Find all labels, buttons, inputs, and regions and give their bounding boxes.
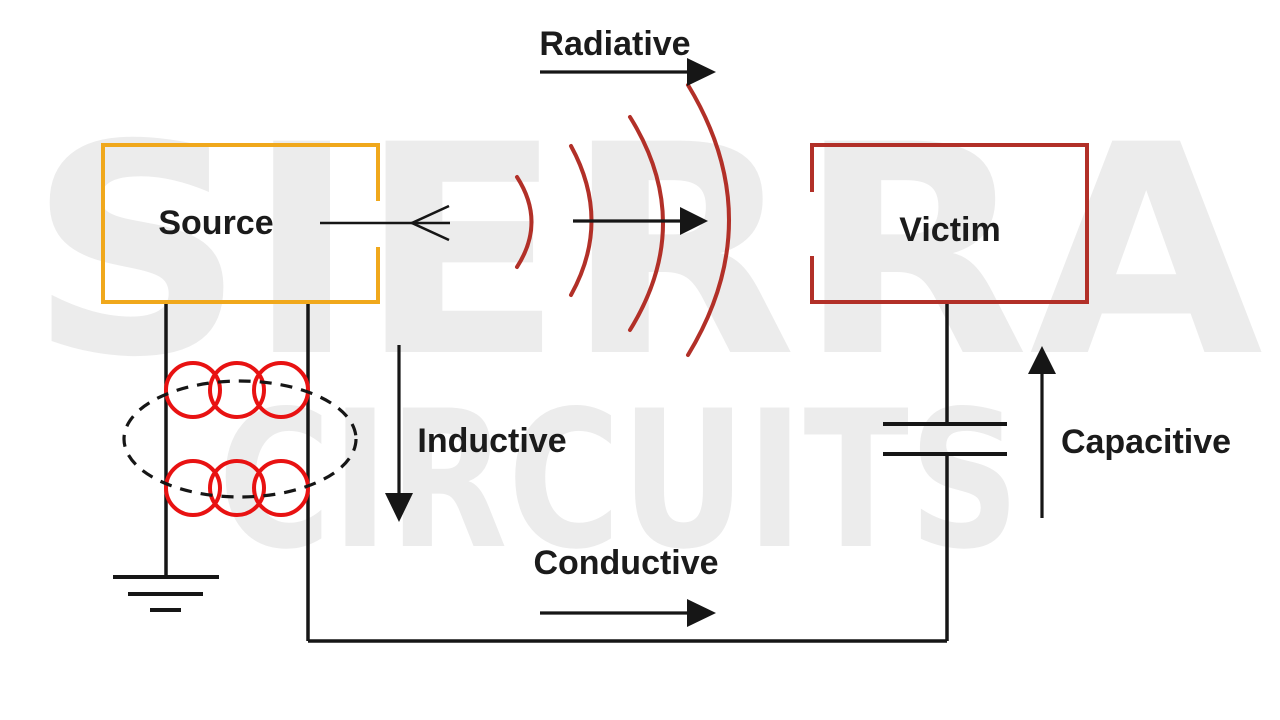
inductive-label: Inductive	[417, 422, 566, 460]
coupling-region-ellipse	[122, 379, 358, 499]
victim-label: Victim	[899, 211, 1000, 249]
capacitor-icon	[883, 422, 1007, 456]
capacitive-label: Capacitive	[1061, 423, 1231, 461]
coupled-coils-icon	[122, 361, 358, 517]
capacitive-arrow	[1028, 346, 1056, 518]
source-box	[101, 143, 380, 304]
antenna-icon	[320, 204, 450, 242]
victim-box	[810, 143, 1089, 304]
conductive-arrow	[540, 599, 716, 627]
source-label: Source	[158, 204, 273, 242]
coil-bottom	[164, 459, 310, 517]
ground-icon	[113, 575, 219, 612]
inductive-arrow	[385, 345, 413, 522]
conductive-label: Conductive	[533, 544, 718, 582]
radiative-label: Radiative	[539, 25, 690, 63]
coil-top	[164, 361, 310, 419]
radiative-arrow	[540, 58, 716, 86]
wave-direction-arrow	[573, 207, 708, 235]
watermark-line2: CIRCUITS	[218, 370, 1020, 591]
